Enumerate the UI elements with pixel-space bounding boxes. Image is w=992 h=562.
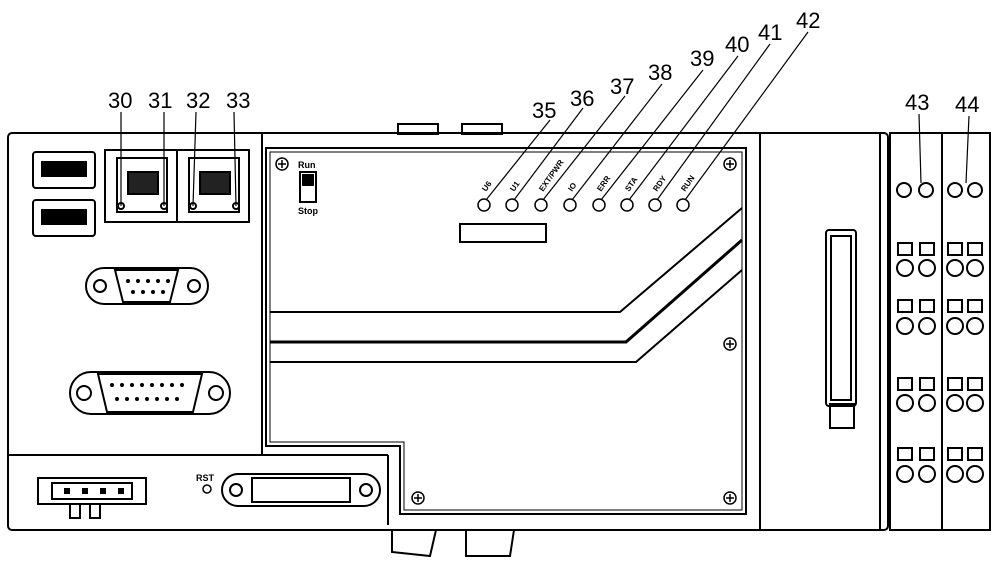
led-label-36: U1 [508,179,522,193]
callout-36: 36 [570,86,594,111]
switch-stop-label: Stop [298,206,318,216]
led-41 [648,198,662,212]
switch-run-label: Run [298,160,316,170]
terminal-block-2 [941,132,991,531]
terminal-block-1 [889,132,943,531]
led-42 [676,198,690,212]
led-39 [592,198,606,212]
led-40 [620,198,634,212]
ethernet-port-2 [176,149,250,223]
reset-label: RST [196,473,215,483]
callout-39: 39 [690,46,714,71]
led-36 [505,198,519,212]
led-label-38: IO [566,181,578,193]
usb-port-bottom [32,199,96,237]
led-37 [534,198,548,212]
led-35 [477,198,491,212]
panel-screws [275,157,737,505]
callout-40: 40 [725,32,749,57]
db9-serial-connector [85,267,209,305]
run-stop-switch[interactable] [299,171,317,203]
led-label-42: RUN [679,174,696,194]
cover-panel [265,147,747,515]
callout-35: 35 [532,98,556,123]
callout-33: 33 [226,88,250,113]
callout-31: 31 [148,88,172,113]
led-label-39: ERR [595,174,612,193]
memory-card-slot [759,132,881,531]
usb-port-top [32,151,96,189]
callout-30: 30 [108,88,132,113]
device-housing [7,132,889,531]
led-38 [563,198,577,212]
callout-38: 38 [648,60,672,85]
led-label-41: RDY [651,174,668,194]
ethernet-port-1 [104,149,178,223]
reset-button[interactable] [202,484,212,494]
callout-43: 43 [905,90,929,115]
callout-44: 44 [955,92,979,117]
callout-41: 41 [758,20,782,45]
callout-32: 32 [186,88,210,113]
db15-connector [69,371,231,415]
led-label-35: U6 [480,179,494,193]
callout-37: 37 [610,74,634,99]
display-connector [221,473,381,507]
led-label-40: STA [623,175,639,193]
callout-42: 42 [796,8,820,33]
power-terminal-connector [37,477,147,519]
callout-leaders [120,31,970,207]
